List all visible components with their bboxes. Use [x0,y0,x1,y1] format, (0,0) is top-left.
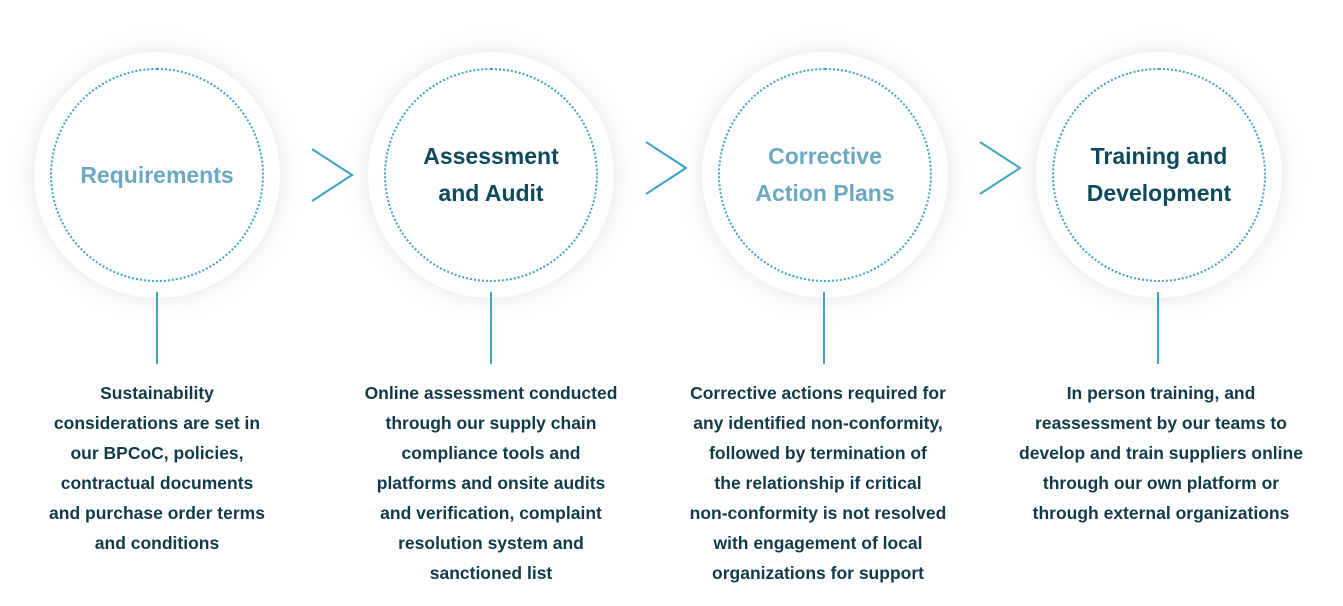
stage-title-line: Corrective [768,143,882,169]
stage-title-line: Requirements [80,161,234,188]
description-line: resolution system and [398,533,584,553]
description-line: develop and train suppliers online [1019,443,1303,463]
chevron-right-icon [645,141,688,195]
description-line: platforms and onsite audits [376,473,606,493]
stage-description-training-and-development: In person training, and reassessment by … [1002,378,1320,528]
connector-line [1157,292,1159,364]
stage-title-line: and Audit [438,180,544,206]
stage-assessment-circle: Assessment and Audit [368,52,614,298]
description-line: non-conformity is not resolved [689,503,947,523]
description-line: and verification, complaint [380,503,602,523]
description-line: through our own platform or [1042,473,1280,493]
description-line: any identified non-conformity, [693,413,943,433]
chevron-right-icon [979,141,1022,195]
stage-requirements-circle: Requirements [34,52,280,298]
stage-title-line: Development [1086,180,1232,206]
chevron-right-icon [311,148,354,202]
dotted-ring: Requirements [50,68,264,282]
stage-title-corrective-action-plans: Corrective Action Plans [743,138,906,212]
stage-corrective-circle: Corrective Action Plans [702,52,948,298]
connector-line [156,292,158,364]
stage-description-requirements: Sustainability considerations are set in… [7,378,307,558]
description-line: Sustainability [100,383,214,403]
stage-title-requirements: Requirements [68,157,245,194]
connector-line [823,292,825,364]
stage-title-line: Training and [1090,143,1228,169]
description-line: Corrective actions required for [690,383,946,403]
description-line: and conditions [94,533,220,553]
description-line: the relationship if critical [714,473,922,493]
description-line: reassessment by our teams to [1035,413,1287,433]
description-line: through external organizations [1032,503,1290,523]
dotted-ring: Training and Development [1052,68,1266,282]
stage-title-line: Assessment [423,143,559,169]
connector-line [490,292,492,364]
description-line: and purchase order terms [49,503,265,523]
stage-description-assessment-and-audit: Online assessment conducted through our … [341,378,641,588]
description-line: sanctioned list [429,563,553,583]
description-line: our BPCoC, policies, [70,443,244,463]
dotted-ring: Assessment and Audit [384,68,598,282]
dotted-ring: Corrective Action Plans [718,68,932,282]
description-line: followed by termination of [709,443,927,463]
stage-title-assessment-and-audit: Assessment and Audit [411,138,571,212]
description-line: In person training, and [1066,383,1256,403]
description-line: contractual documents [60,473,254,493]
stage-title-line: Action Plans [755,180,895,206]
stage-training-circle: Training and Development [1036,52,1282,298]
description-line: organizations for support [712,563,924,583]
description-line: compliance tools and [401,443,581,463]
description-line: Online assessment conducted [364,383,618,403]
description-line: with engagement of local [713,533,923,553]
description-line: through our supply chain [385,413,597,433]
stage-title-training-and-development: Training and Development [1075,138,1243,212]
description-line: considerations are set in [53,413,261,433]
stage-description-corrective-action-plans: Corrective actions required for any iden… [668,378,968,588]
